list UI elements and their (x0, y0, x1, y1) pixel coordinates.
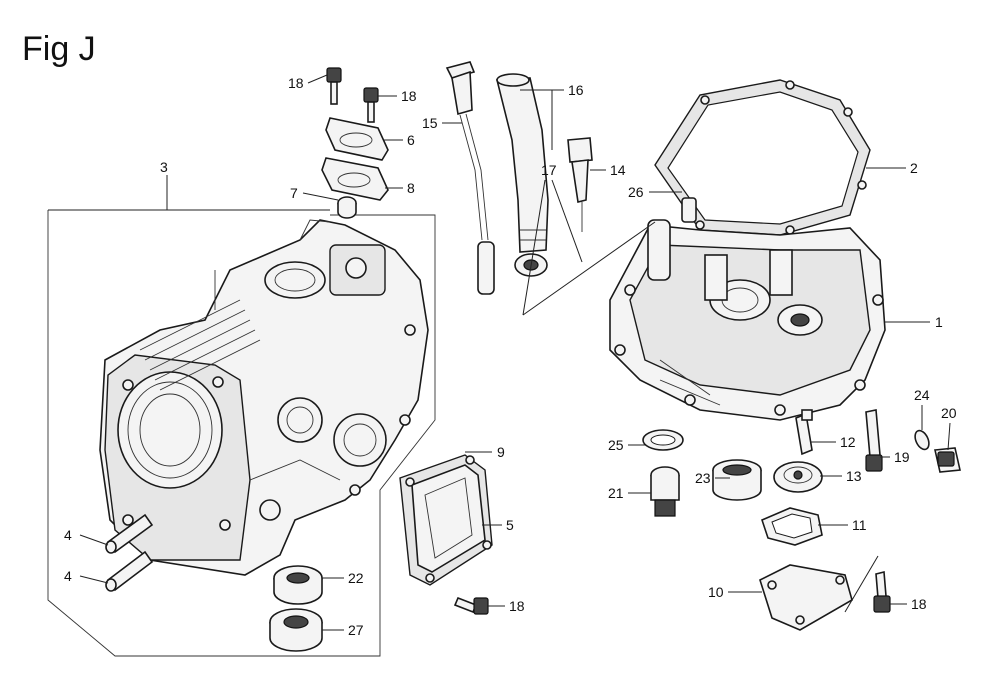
flange-bolt-lower-right (873, 570, 891, 613)
callout-23: 23 (695, 470, 711, 486)
callout-12: 12 (840, 434, 856, 450)
cylinder-block (47, 210, 436, 657)
bolt-19 (865, 409, 883, 472)
callout-4-upper: 4 (64, 527, 72, 543)
callout-5: 5 (506, 517, 514, 533)
callout-17: 17 (541, 162, 557, 178)
crankcase-gasket (654, 79, 871, 236)
callout-18-top-right: 18 (401, 88, 417, 104)
bearing-22 (273, 565, 323, 605)
figure-title: Fig J (22, 30, 96, 68)
plug-7 (337, 196, 357, 219)
washer-24 (914, 429, 930, 451)
callout-24: 24 (914, 387, 930, 403)
callout-6: 6 (407, 132, 415, 148)
callout-26: 26 (628, 184, 644, 200)
cover-gasket-11 (761, 507, 823, 546)
callout-14: 14 (610, 162, 626, 178)
oil-filler-tube (495, 73, 549, 277)
drain-plug-21 (650, 466, 680, 517)
oil-seal-23 (712, 459, 762, 501)
callout-18-top-left: 18 (288, 75, 304, 91)
dowel-pin-lower (105, 550, 154, 592)
bearing-27 (269, 608, 323, 652)
oil-level-dipstick (445, 61, 495, 295)
callout-2: 2 (910, 160, 918, 176)
dowel-26 (681, 197, 697, 223)
callout-10: 10 (708, 584, 724, 600)
governor-shaft (795, 409, 813, 456)
crankcase-cover (609, 219, 886, 421)
callout-11: 11 (852, 517, 867, 533)
plug-bolt-20 (934, 447, 961, 473)
callout-15: 15 (422, 115, 438, 131)
callout-18-bottom-right: 18 (911, 596, 927, 612)
callout-18-bottom-center: 18 (509, 598, 525, 614)
callout-13: 13 (846, 468, 862, 484)
callout-27: 27 (348, 622, 364, 638)
guide-plate-gasket (321, 117, 389, 201)
leader-lines (48, 74, 951, 631)
callout-7: 7 (290, 185, 298, 201)
governor-gear (773, 461, 823, 493)
callout-8: 8 (407, 180, 415, 196)
dowel-pin-upper (105, 513, 154, 554)
flange-bolt-cover (453, 596, 489, 615)
callout-labels: 1 2 3 4 4 5 6 7 8 9 10 11 12 13 14 15 16… (64, 75, 957, 638)
callout-16: 16 (568, 82, 584, 98)
callout-9: 9 (497, 444, 505, 460)
callout-1: 1 (935, 314, 943, 330)
oil-level-switch (567, 137, 593, 232)
breather-cover-gasket (399, 454, 493, 586)
flange-bolt-top-left (326, 67, 342, 105)
callout-25: 25 (608, 437, 624, 453)
callout-3: 3 (160, 159, 168, 175)
callout-20: 20 (941, 405, 957, 421)
callout-19: 19 (894, 449, 910, 465)
callout-4-lower: 4 (64, 568, 72, 584)
callout-21: 21 (608, 485, 624, 501)
washer-25 (642, 429, 684, 451)
callout-22: 22 (348, 570, 364, 586)
flange-bolt-top-right (363, 87, 379, 123)
cover-plate-10 (759, 564, 853, 631)
